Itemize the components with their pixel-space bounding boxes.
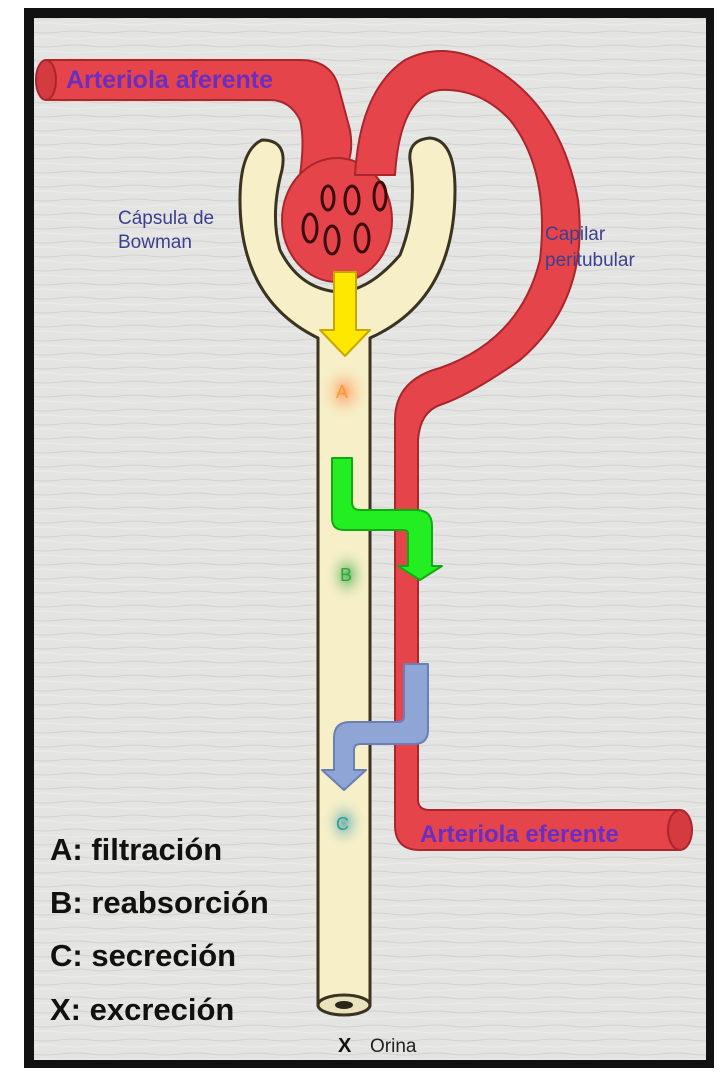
- label-capsula-line1: Cápsula de: [118, 208, 214, 229]
- label-capsula-line2: Bowman: [118, 232, 192, 253]
- afferent-end: [36, 60, 56, 100]
- label-capilar-line2: peritubular: [545, 250, 635, 271]
- label-arteriola-aferente: Arteriola aferente: [66, 66, 273, 94]
- glomerulus: [282, 158, 392, 282]
- label-capilar-line1: Capilar: [545, 224, 606, 245]
- marker-x: X: [338, 1035, 352, 1057]
- marker-c: C: [336, 814, 349, 834]
- label-orina: Orina: [370, 1036, 417, 1057]
- legend-item: X: excreción: [50, 992, 234, 1027]
- marker-a: A: [336, 382, 348, 402]
- legend-item: B: reabsorción: [50, 885, 269, 920]
- legend-item: C: secreción: [50, 938, 236, 973]
- efferent-end: [668, 810, 692, 850]
- legend-item: A: filtración: [50, 832, 222, 867]
- marker-b: B: [340, 565, 352, 585]
- label-arteriola-eferente: Arteriola eferente: [420, 821, 619, 848]
